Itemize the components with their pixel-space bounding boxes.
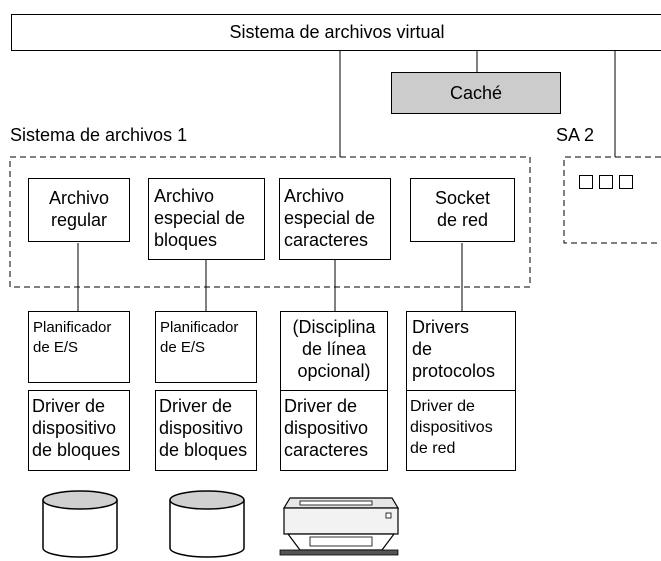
network-drivers-box bbox=[406, 390, 516, 471]
fs2-square-1 bbox=[579, 175, 593, 189]
block-driver-2-box bbox=[155, 390, 257, 471]
cache-box bbox=[391, 72, 561, 114]
protocol-drivers-box bbox=[406, 311, 516, 391]
network-drivers-label: Driver de dispositivos de red bbox=[410, 398, 493, 457]
char-driver-label: Driver de dispositivo caracteres bbox=[284, 396, 369, 460]
disk-icon bbox=[42, 490, 118, 558]
file-block-special-box bbox=[148, 178, 265, 260]
cache-label: Caché bbox=[449, 83, 503, 103]
file-socket-box bbox=[410, 178, 515, 242]
file-block-special-label: Archivo especial de bloques bbox=[154, 186, 246, 250]
scheduler-1-box bbox=[28, 311, 130, 383]
fs1-label: Sistema de archivos 1 bbox=[10, 125, 188, 145]
file-char-special-box bbox=[279, 178, 391, 260]
scheduler-1-label: Planificador de E/S bbox=[33, 319, 112, 356]
line-discipline-box bbox=[280, 311, 388, 391]
file-socket-label: Socket de red bbox=[434, 188, 491, 230]
line-discipline-label: (Disciplina de línea opcional) bbox=[292, 317, 376, 381]
fs2-boundary bbox=[563, 156, 661, 244]
protocol-drivers-label: Drivers de protocolos bbox=[412, 317, 496, 381]
file-regular-box bbox=[28, 178, 130, 242]
block-driver-1-box bbox=[28, 390, 130, 471]
fs1-boundary bbox=[9, 156, 531, 288]
printer-icon bbox=[279, 497, 400, 556]
scheduler-2-label: Planificador de E/S bbox=[160, 319, 239, 356]
scheduler-2-box bbox=[155, 311, 257, 383]
disk-icon bbox=[169, 490, 245, 558]
vfs-box bbox=[11, 14, 661, 51]
fs2-square-2 bbox=[599, 175, 613, 189]
file-regular-label: Archivo regular bbox=[48, 188, 110, 230]
fs2-label: SA 2 bbox=[556, 125, 595, 145]
char-driver-box bbox=[280, 390, 388, 471]
fs2-square-3 bbox=[619, 175, 633, 189]
file-char-special-label: Archivo especial de caracteres bbox=[284, 186, 376, 250]
block-driver-1-label: Driver de dispositivo de bloques bbox=[32, 396, 121, 460]
block-driver-2-label: Driver de dispositivo de bloques bbox=[159, 396, 248, 460]
vfs-label: Sistema de archivos virtual bbox=[229, 22, 445, 42]
